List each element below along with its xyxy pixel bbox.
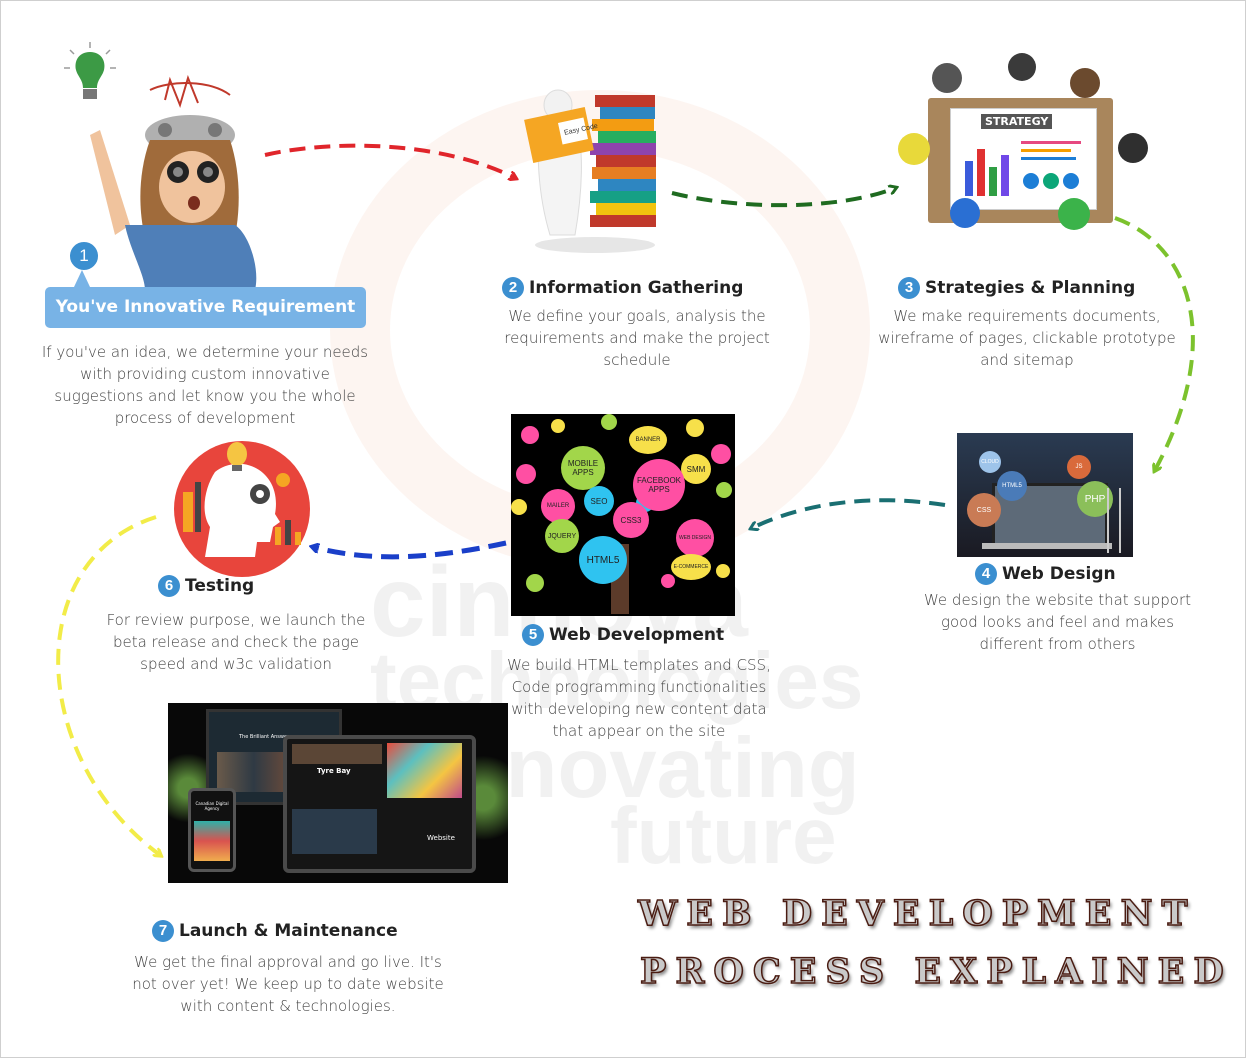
arrow-4-to-5 (752, 498, 946, 528)
laptop-screen-text: Tyre Bay (317, 767, 351, 775)
step6-illustration (174, 441, 310, 577)
laptop-screen-text: Website (427, 834, 455, 842)
laptop-tile (387, 743, 462, 798)
step2-description: We define your goals, analysis the requi… (504, 307, 770, 369)
kid-with-helmet-figure (90, 75, 257, 290)
lightbulb-icon (227, 442, 247, 471)
person-icon (898, 133, 930, 165)
laptop-tile (292, 744, 382, 764)
tree-tag: BANNER (629, 426, 667, 454)
strategy-label: STRATEGY (981, 114, 1053, 129)
arrow-2-to-3 (671, 188, 895, 208)
arrow-1-to-2 (264, 143, 515, 178)
main-title-line1: WEB DEVELOPMENT (637, 892, 1197, 935)
tree-tag: JQUERY (545, 519, 579, 553)
tree-bubble (686, 419, 704, 437)
tree-tag: WEB DESIGN (676, 519, 714, 557)
step1-title-badge: You've Innovative Requirement (45, 287, 366, 328)
laptop-base (982, 543, 1112, 549)
arrow-3-to-4 (1114, 216, 1195, 470)
tree-bubble (551, 419, 565, 433)
step6-description: For review purpose, we launch the beta r… (106, 611, 366, 673)
step5-title: Web Development (549, 625, 725, 645)
step7-description: We get the final approval and go live. I… (132, 953, 444, 1015)
tree-bubble (601, 414, 617, 430)
tree-tag: E-COMMERCE (671, 554, 711, 580)
tree-bubble (516, 464, 536, 484)
tree-bubble (711, 444, 731, 464)
step4-illustration: CLOUD HTML5 CSS PHP JS (957, 433, 1133, 557)
step4-description: We design the website that support good … (923, 591, 1192, 653)
step7-title: Launch & Maintenance (179, 921, 398, 941)
monitor-screen-text: The Brilliant Answer (239, 734, 290, 740)
step3-number: 3 (898, 277, 920, 299)
design-tag: CSS (967, 493, 1001, 527)
step4-title: Web Design (1002, 564, 1116, 584)
step2-illustration: Easy Code (524, 89, 656, 253)
step1-marker: 1 (68, 240, 100, 272)
strategy-bar-graphic (965, 141, 1081, 196)
step7-illustration: The Brilliant Answer Tyre Bay Website Ca… (168, 703, 508, 883)
phone-tiles (194, 821, 230, 861)
tree-tag: MOBILE APPS (561, 446, 605, 490)
person-icon (950, 198, 980, 228)
tree-tag: FACEBOOK APPS (633, 459, 685, 511)
main-title-line2: PROCESS EXPLAINED (639, 950, 1233, 993)
person-icon (1070, 68, 1100, 98)
step6-title: Testing (185, 576, 255, 596)
tree-bubble (521, 426, 539, 444)
step5-description: We build HTML templates and CSS, Code pr… (507, 656, 771, 740)
idea-bulb-icon (64, 42, 116, 99)
watermark-line4: future (610, 791, 837, 880)
tree-bubble (511, 499, 527, 515)
step2-title: Information Gathering (529, 278, 744, 298)
laptop-tile (292, 809, 377, 854)
ladder (1107, 488, 1121, 553)
tree-bubble (716, 482, 732, 498)
laptop-device: Tyre Bay Website (283, 735, 476, 873)
strategy-board: STRATEGY (950, 108, 1097, 210)
person-icon (1008, 53, 1036, 81)
arrow-6-to-7 (56, 515, 160, 855)
tree-bubble (716, 564, 730, 578)
step3-illustration: STRATEGY (890, 48, 1160, 238)
tree-tag: CSS3 (613, 502, 649, 538)
tree-tag: HTML5 (579, 536, 627, 584)
step7-number: 7 (152, 920, 174, 942)
step3-description: We make requirements documents, wirefram… (878, 307, 1176, 369)
step1-description: If you've an idea, we determine your nee… (41, 343, 369, 427)
gear-icon (250, 473, 290, 504)
step1-marker-pointer (74, 270, 90, 287)
design-tag: JS (1067, 455, 1091, 479)
step3-title: Strategies & Planning (925, 278, 1136, 298)
phone-device: Canadian Digital Agency (188, 788, 236, 872)
tree-bubble (526, 574, 544, 592)
step5-illustration: MOBILE APPS BANNER SMM FACEBOOK APPS SEO… (511, 414, 735, 616)
phone-screen-text: Canadian Digital Agency (195, 801, 229, 811)
person-icon (932, 63, 962, 93)
tree-bubble (661, 574, 675, 588)
design-tag: HTML5 (997, 471, 1027, 501)
step1-illustration (60, 40, 280, 290)
tree-tag: SEO (584, 486, 614, 516)
arrow-5-to-6 (313, 540, 507, 560)
design-tag: CLOUD (979, 451, 1001, 473)
step6-number: 6 (158, 575, 180, 597)
tree-tag: MAILER (541, 489, 575, 523)
book-stack (590, 95, 656, 227)
person-icon (1058, 198, 1090, 230)
step5-number: 5 (522, 624, 544, 646)
person-icon (1118, 133, 1148, 163)
tree-tag: SMM (681, 454, 711, 484)
step4-number: 4 (975, 563, 997, 585)
step2-number: 2 (502, 277, 524, 299)
